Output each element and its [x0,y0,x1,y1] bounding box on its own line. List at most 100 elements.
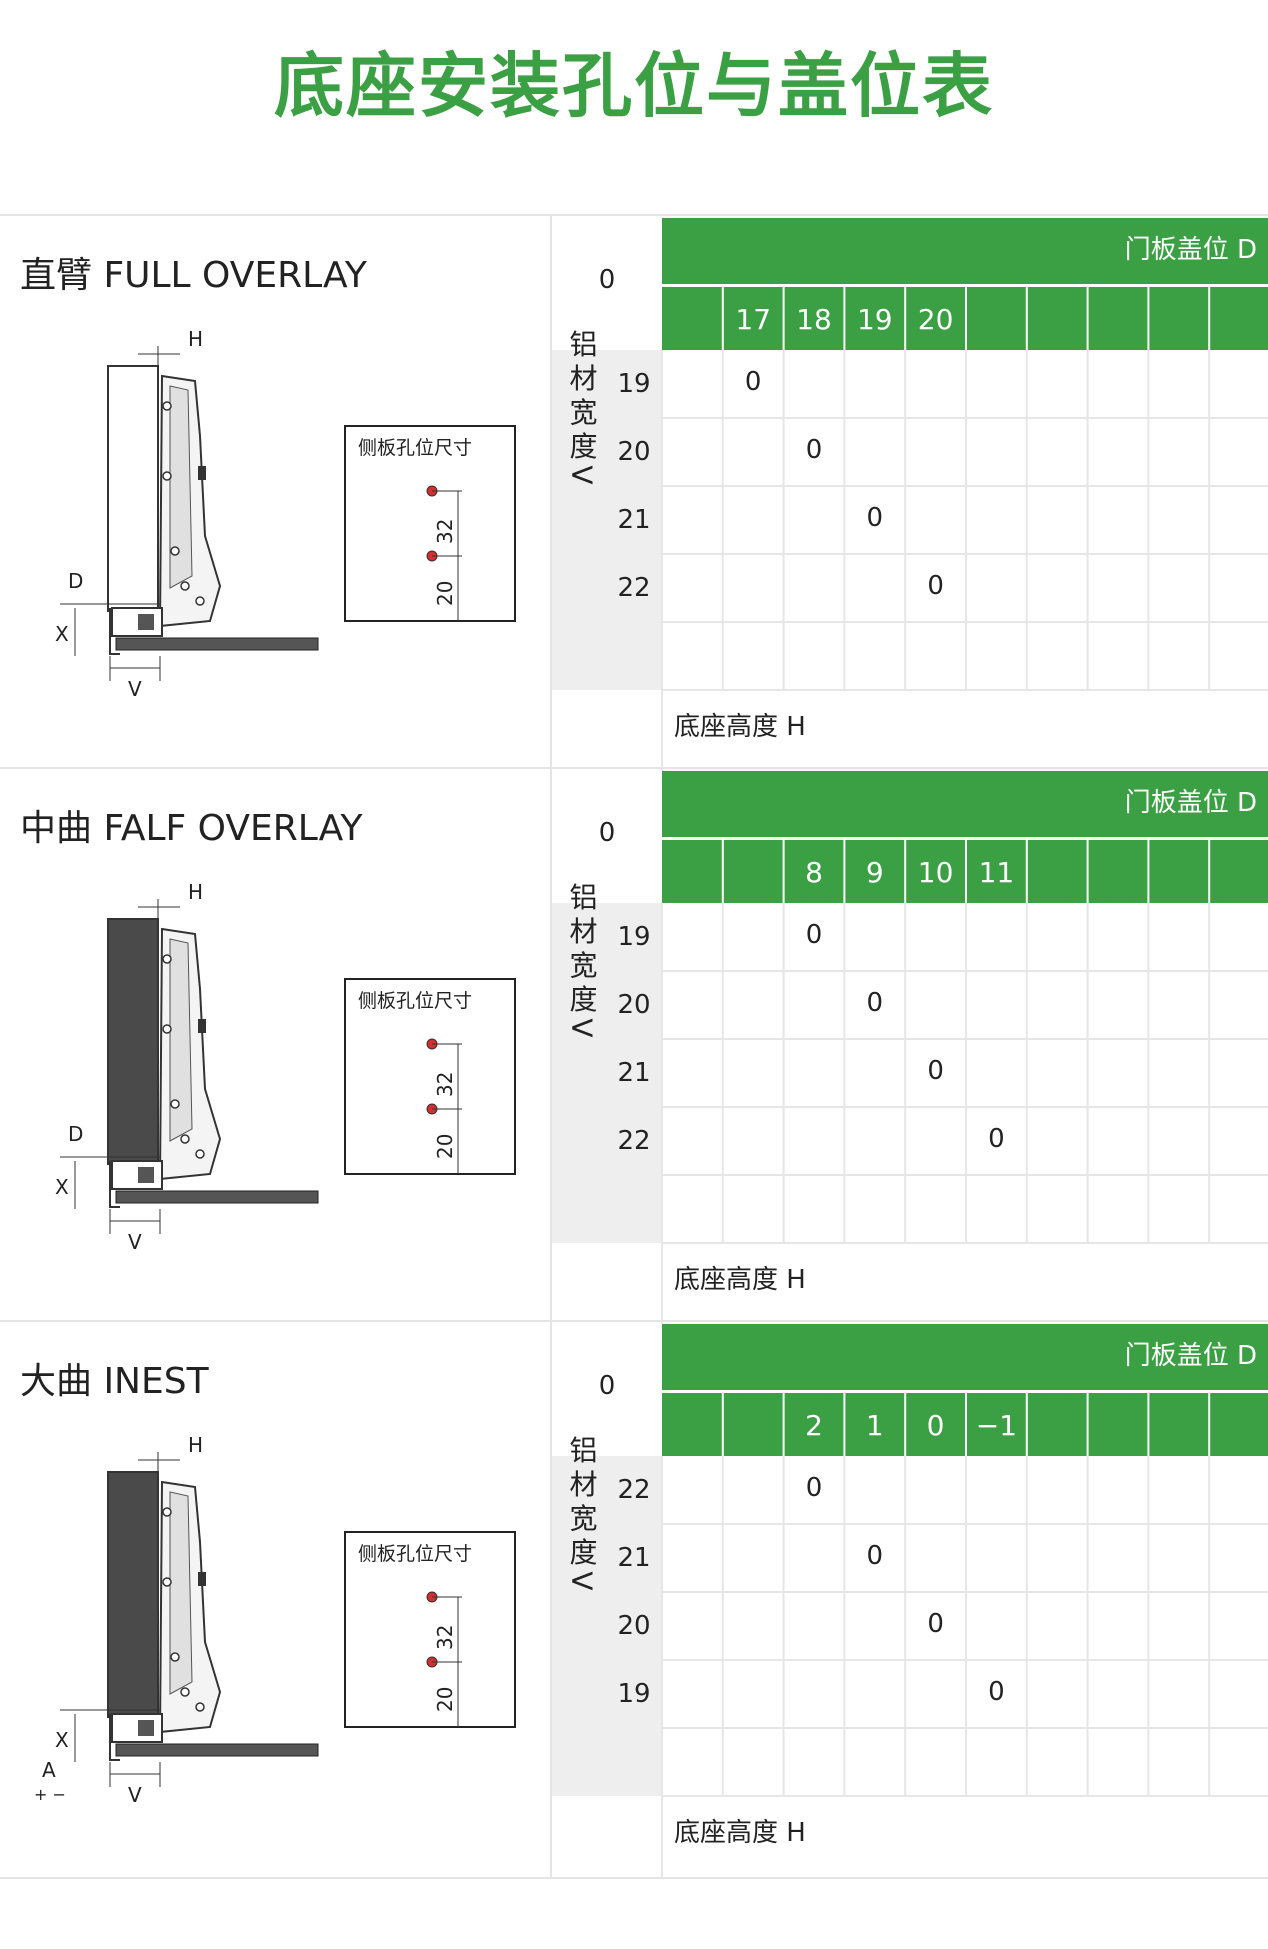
label-plus-minus: + − [34,1785,66,1804]
screw-icon [170,1099,180,1109]
v-label: 铝材宽度V [566,329,599,491]
v-value: 19 [617,369,650,399]
screw-icon [195,1702,205,1712]
v-value: 22 [617,573,650,603]
screw-icon [195,596,205,606]
label-x: X [55,1728,69,1752]
d-value: 20 [918,303,954,336]
side-panel-box [344,978,516,1175]
d-value: 17 [735,303,771,336]
v-band [552,903,662,1243]
mark-value: 0 [867,988,884,1018]
screw-icon [162,471,172,481]
v-value: 19 [617,1679,650,1709]
d-value: 1 [866,1409,884,1442]
mark-value: 0 [867,503,884,533]
v-label: 铝材宽度V [566,882,599,1044]
v-band [552,350,662,690]
v-value: 22 [617,1126,650,1156]
dim-20: 20 [433,581,457,606]
hinge-inner [169,1491,193,1695]
mark-value: 0 [988,1124,1005,1154]
door-panel [107,1471,159,1718]
v-value: 21 [617,1543,650,1573]
bottom-divider [0,1877,1268,1879]
label-v: V [128,677,142,701]
screw-icon [162,1024,172,1034]
door-panel [107,365,159,612]
label-v: V [128,1783,142,1807]
side-panel-profile [115,637,319,651]
screw-icon [170,1652,180,1662]
side-panel-label: 侧板孔位尺寸 [358,990,472,1012]
footer-label: 底座高度 H [674,712,806,742]
label-d: D [68,569,83,593]
label-d: D [68,1122,83,1146]
d-value: 0 [927,1409,945,1442]
label-x: X [55,622,69,646]
v-band [552,1456,662,1796]
base-plate [111,1713,163,1743]
d-value: 2 [805,1409,823,1442]
v-label: 铝材宽度V [566,1435,599,1597]
mark-value: 0 [745,367,762,397]
label-h: H [188,1433,203,1457]
screw-icon [170,546,180,556]
door-header: 门板盖位 D [1125,1341,1257,1371]
base-screw [138,614,154,630]
screw-icon [162,401,172,411]
adjust-screw [198,466,206,480]
screw-icon [162,954,172,964]
mark-value: 0 [927,571,944,601]
d-value: 9 [866,856,884,889]
mark-value: 0 [806,435,823,465]
mark-value: 0 [806,920,823,950]
v-value: 21 [617,505,650,535]
v-value: 19 [617,922,650,952]
dim-20: 20 [433,1134,457,1159]
label-x: X [55,1175,69,1199]
door-header-bg [662,771,1268,837]
table-corner: 0 [599,818,616,848]
adjust-screw [198,1019,206,1033]
door-header-bg [662,1324,1268,1390]
v-value: 20 [617,990,650,1020]
label-h: H [188,327,203,351]
mark-value: 0 [927,1609,944,1639]
side-hole-diagram: 侧板孔位尺寸 32 20 [344,425,516,622]
aluminum-frame [109,608,120,655]
screw-icon [195,1149,205,1159]
label-v: V [128,1230,142,1254]
label-h: H [188,880,203,904]
footer-label: 底座高度 H [674,1818,806,1848]
d-value: 11 [979,856,1015,889]
door-header-bg [662,218,1268,284]
d-value: −1 [976,1409,1017,1442]
screw-icon [180,1134,190,1144]
screw-icon [162,1577,172,1587]
section-title: 直臂 FULL OVERLAY [20,255,367,296]
screw-icon [162,1507,172,1517]
side-panel-label: 侧板孔位尺寸 [358,437,472,459]
side-panel-box [344,425,516,622]
aluminum-frame [109,1714,120,1761]
footer-label: 底座高度 H [674,1265,806,1295]
dim-32: 32 [433,519,457,544]
side-panel-label: 侧板孔位尺寸 [358,1543,472,1565]
hinge-inner [169,385,193,589]
door-header: 门板盖位 D [1125,235,1257,265]
v-value: 21 [617,1058,650,1088]
dim-32: 32 [433,1072,457,1097]
mark-value: 0 [806,1473,823,1503]
